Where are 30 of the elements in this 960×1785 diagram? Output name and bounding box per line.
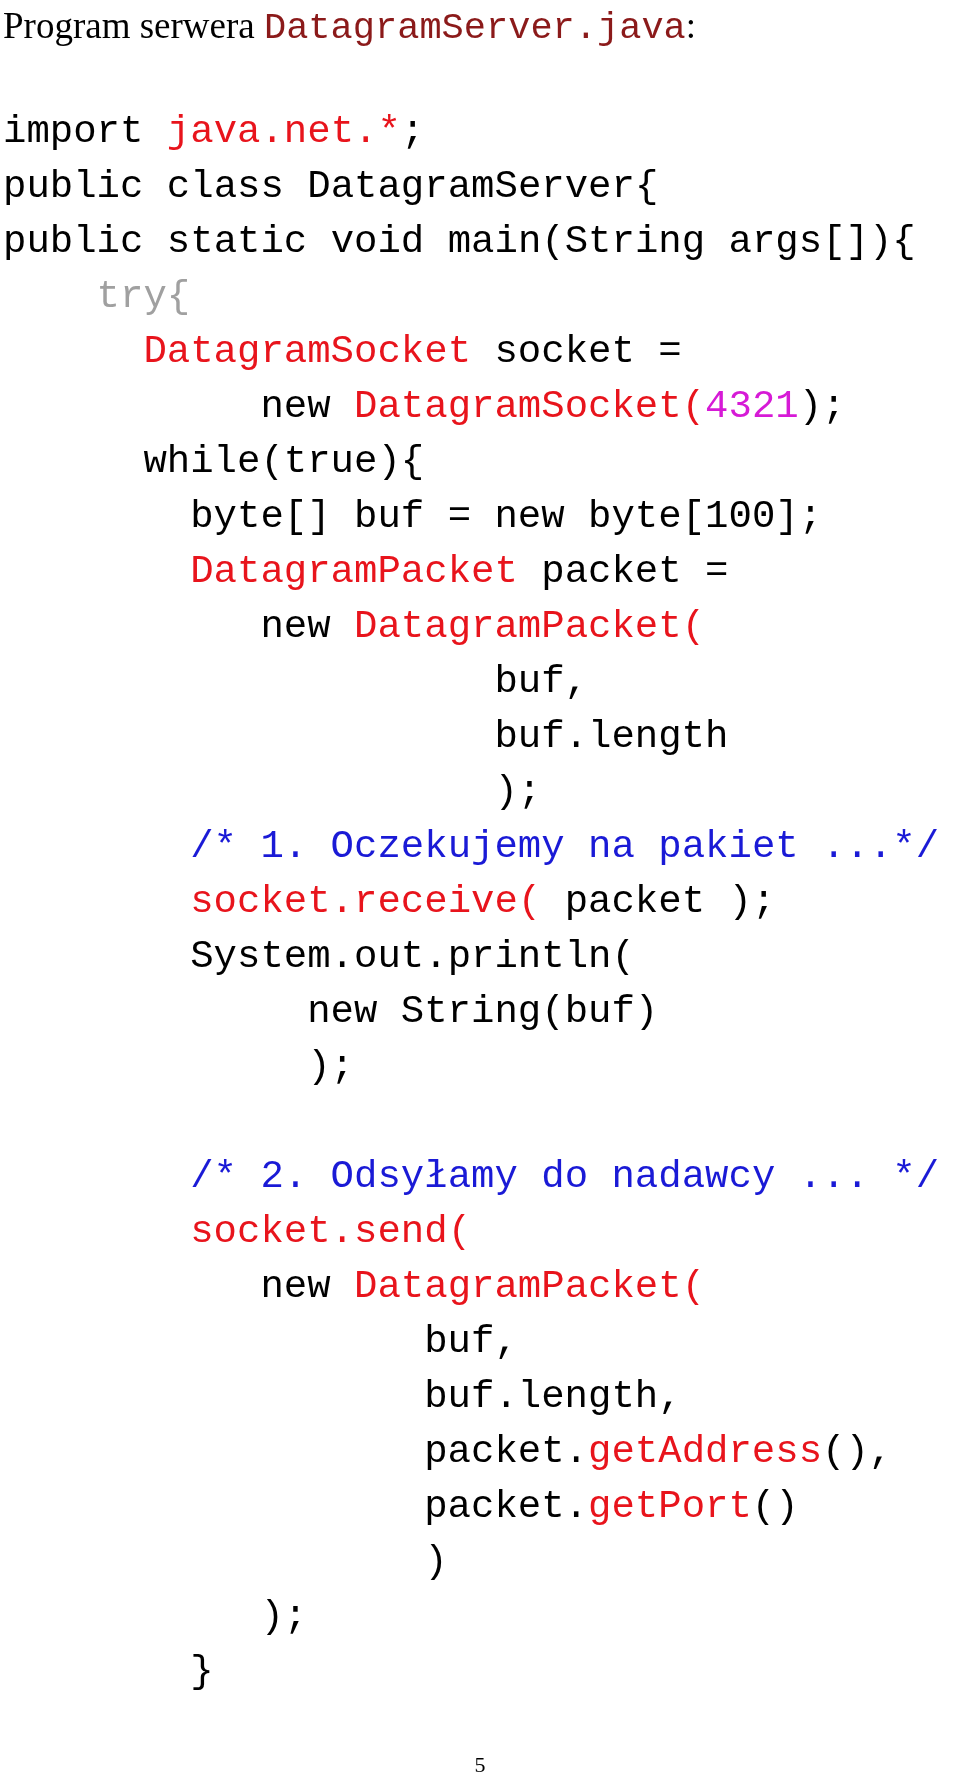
- code-line: socket.receive( packet );: [190, 880, 776, 924]
- code-line: /* 1. Oczekujemy na pakiet ...*/: [190, 825, 940, 869]
- page-number: 5: [473, 1752, 487, 1778]
- code-line: }: [190, 1650, 214, 1694]
- code-line: packet.getPort(): [424, 1485, 799, 1529]
- code-line: );: [494, 770, 542, 814]
- code-line: socket.send(: [190, 1210, 472, 1254]
- code-line: System.out.println(: [190, 935, 635, 979]
- code-line: while(true){: [143, 440, 425, 484]
- page-title: Program serwera DatagramServer.java:: [3, 4, 697, 50]
- code-line: try{: [96, 275, 191, 319]
- code-line: /* 2. Odsyłamy do nadawcy ... */: [190, 1155, 940, 1199]
- code-line: buf,: [424, 1320, 518, 1364]
- code-line: new DatagramPacket(: [260, 605, 706, 649]
- code-line: new String(buf): [307, 990, 659, 1034]
- code-line: public static void main(String args[]){: [3, 220, 916, 264]
- code-line: DatagramSocket socket =: [143, 330, 682, 374]
- code-line: new DatagramSocket(4321);: [260, 385, 846, 429]
- code-line: buf,: [494, 660, 588, 704]
- code-line: DatagramPacket packet =: [190, 550, 729, 594]
- code-line: buf.length: [494, 715, 729, 759]
- code-line: buf.length,: [424, 1375, 682, 1419]
- code-line: import java.net.*;: [3, 110, 425, 154]
- code-line: ): [424, 1540, 448, 1584]
- code-line: );: [260, 1595, 308, 1639]
- code-line: byte[] buf = new byte[100];: [190, 495, 823, 539]
- code-line: new DatagramPacket(: [260, 1265, 706, 1309]
- code-line: );: [307, 1045, 354, 1089]
- code-line: packet.getAddress(),: [424, 1430, 893, 1474]
- code-line: public class DatagramServer{: [3, 165, 659, 209]
